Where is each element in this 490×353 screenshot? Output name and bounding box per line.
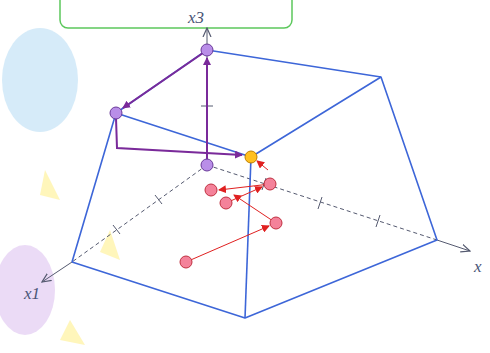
balloon-decoration <box>0 28 120 345</box>
axis-label: x3 <box>188 9 204 26</box>
simplex-path <box>116 53 242 160</box>
optimal-vertex <box>245 151 257 163</box>
polytope-edges <box>72 50 437 318</box>
axis-label: x1 <box>24 285 40 302</box>
interior-path <box>186 161 276 262</box>
interior-points <box>180 178 282 268</box>
axes <box>42 28 470 282</box>
vertex-points <box>110 44 213 171</box>
axis-label: x <box>474 258 482 275</box>
header-box <box>60 0 292 28</box>
